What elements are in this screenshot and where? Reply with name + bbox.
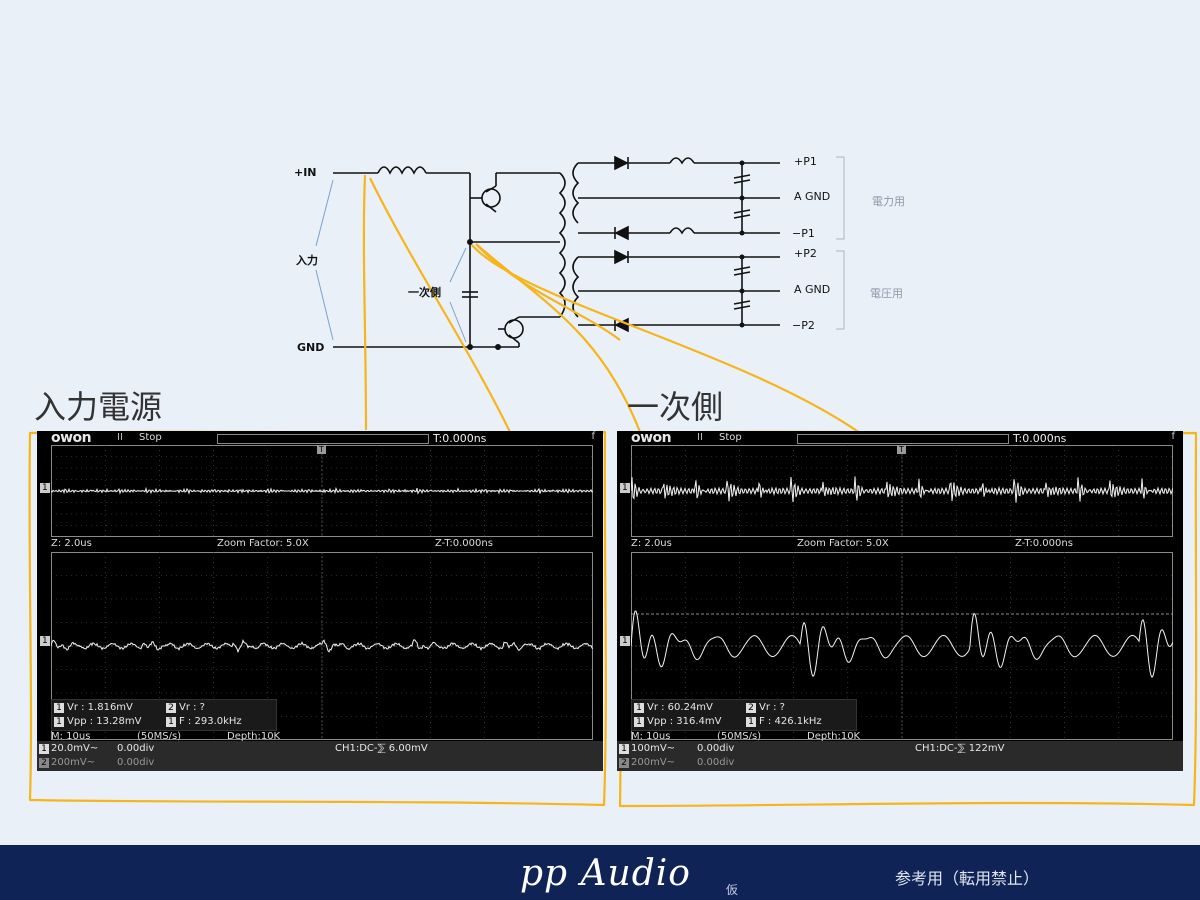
brand-logo: owon bbox=[51, 431, 92, 446]
inductor-p1 bbox=[669, 157, 695, 165]
zoom-z-t: Z-T:0.000ns bbox=[435, 538, 493, 549]
zoom-z: Z: 2.0us bbox=[631, 538, 672, 549]
trigger-setting: CH1:DC-⅀ 122mV bbox=[915, 743, 1005, 754]
ch2-offset: 0.00div bbox=[117, 757, 155, 768]
right-section-title: 一次側 bbox=[627, 388, 724, 426]
diode-p1 bbox=[614, 155, 629, 171]
label-p2-plus: +P2 bbox=[794, 247, 817, 260]
overview-waveform bbox=[51, 445, 593, 537]
diode-n1 bbox=[614, 225, 629, 241]
brand-logo: owon bbox=[631, 431, 672, 446]
timebase: M: 10us bbox=[631, 731, 671, 742]
memory-depth: Depth:10K bbox=[227, 731, 281, 742]
secondary-winding-2 bbox=[572, 256, 580, 318]
waveform-trace bbox=[51, 638, 593, 654]
zoom-z: Z: 2.0us bbox=[51, 538, 92, 549]
zoom-factor: Zoom Factor: 5.0X bbox=[217, 538, 309, 549]
waveform-trace bbox=[51, 486, 593, 495]
footer-bar: pp Audio 仮 参考用（転用禁止） bbox=[0, 845, 1200, 900]
label-p1-plus: +P1 bbox=[794, 155, 817, 168]
usage-note: 参考用（転用禁止） bbox=[895, 869, 1040, 888]
channel-1-marker: 1 bbox=[40, 636, 50, 646]
label-p1-minus: −P1 bbox=[792, 227, 815, 240]
channel-1-marker: 1 bbox=[620, 483, 630, 493]
input-inductor bbox=[377, 166, 427, 175]
brand-wordmark: pp Audio bbox=[520, 853, 691, 894]
oscilloscope-screen-primary: owon II Stop T:0.000ns f Z: 2.0us Zoom F… bbox=[617, 431, 1183, 771]
trigger-setting: CH1:DC-⅀ 6.00mV bbox=[335, 743, 428, 754]
waveform-trace bbox=[631, 476, 1173, 503]
run-state-icon: II bbox=[697, 432, 703, 443]
upper-transistor bbox=[481, 188, 501, 208]
ch1-offset: 0.00div bbox=[697, 743, 735, 754]
label-agnd-2: A GND bbox=[794, 283, 831, 296]
scope-topbar: owon II Stop T:0.000ns f bbox=[617, 431, 1183, 446]
waveform-trace bbox=[631, 610, 1173, 678]
ch2-offset: 0.00div bbox=[697, 757, 735, 768]
trigger-icon: f bbox=[1171, 431, 1175, 442]
label-primary: 一次側 bbox=[408, 286, 441, 299]
label-group-power: 電力用 bbox=[872, 195, 905, 208]
label-gnd: GND bbox=[297, 341, 325, 354]
sample-rate: (50MS/s) bbox=[137, 731, 182, 742]
label-p2-minus: −P2 bbox=[792, 319, 815, 332]
scope-topbar: owon II Stop T:0.000ns f bbox=[37, 431, 603, 446]
inductor-n1 bbox=[669, 227, 695, 235]
memory-depth: Depth:10K bbox=[807, 731, 861, 742]
run-status: Stop bbox=[719, 432, 742, 443]
zoomed-waveform bbox=[631, 552, 1173, 740]
trigger-time: T:0.000ns bbox=[433, 432, 487, 445]
overview-waveform bbox=[631, 445, 1173, 537]
run-status: Stop bbox=[139, 432, 162, 443]
lower-transistor bbox=[504, 319, 524, 339]
trigger-position-marker: T bbox=[897, 445, 906, 454]
trigger-position-marker: T bbox=[317, 445, 326, 454]
label-input: 入力 bbox=[296, 254, 318, 267]
left-section-title: 入力電源 bbox=[34, 388, 163, 426]
channel-1-marker: 1 bbox=[620, 636, 630, 646]
label-agnd-1: A GND bbox=[794, 190, 831, 203]
run-state-icon: II bbox=[117, 432, 123, 443]
primary-winding bbox=[558, 172, 566, 318]
diode-p2 bbox=[614, 249, 629, 265]
secondary-winding-1 bbox=[572, 162, 580, 224]
sample-rate: (50MS/s) bbox=[717, 731, 762, 742]
ch1-offset: 0.00div bbox=[117, 743, 155, 754]
zoomed-waveform bbox=[51, 552, 593, 740]
zoom-z-t: Z-T:0.000ns bbox=[1015, 538, 1073, 549]
memory-position-bar bbox=[797, 434, 1009, 444]
label-in-plus: +IN bbox=[294, 166, 317, 179]
oscilloscope-screen-input: owon II Stop T:0.000ns f Z: 2.0us Zoom F… bbox=[37, 431, 603, 771]
timebase: M: 10us bbox=[51, 731, 91, 742]
zoom-factor: Zoom Factor: 5.0X bbox=[797, 538, 889, 549]
label-group-voltage: 電圧用 bbox=[870, 287, 903, 300]
trigger-icon: f bbox=[591, 431, 595, 442]
trigger-time: T:0.000ns bbox=[1013, 432, 1067, 445]
channel-1-marker: 1 bbox=[40, 483, 50, 493]
memory-position-bar bbox=[217, 434, 429, 444]
brand-sub: 仮 bbox=[726, 883, 739, 897]
